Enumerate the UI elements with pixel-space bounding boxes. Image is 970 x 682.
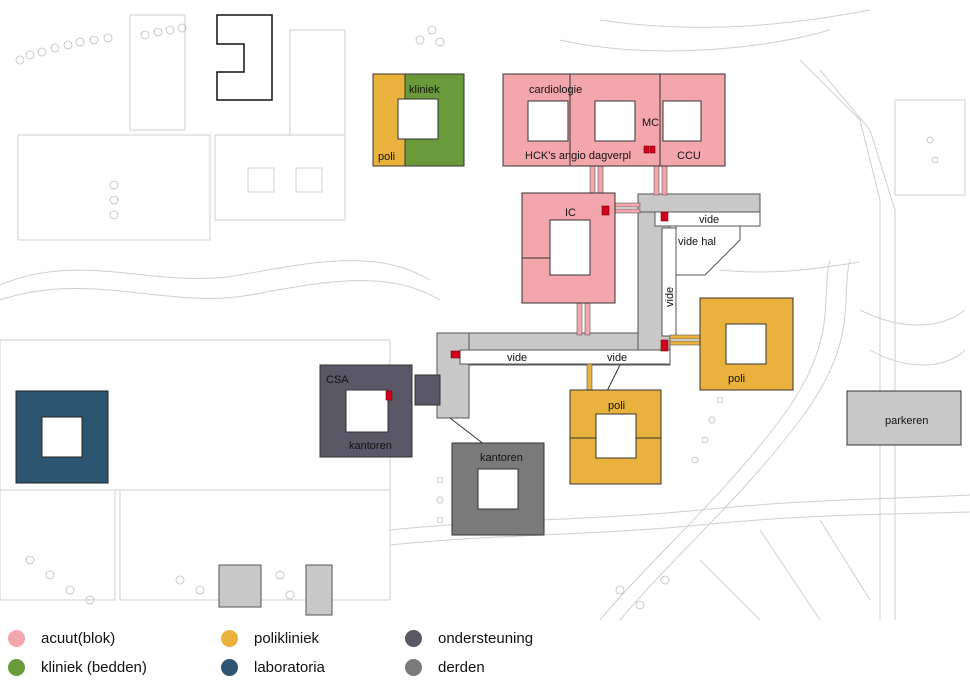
label-vide-1: vide <box>699 214 719 226</box>
label-kantoren: kantoren <box>480 452 523 464</box>
building-poli-south <box>569 389 662 485</box>
label-ic: IC <box>565 207 576 219</box>
building-csa <box>319 364 413 458</box>
label-vide-vertical: vide <box>664 287 676 307</box>
legend-label-derden: derden <box>438 659 485 676</box>
label-poli-east: poli <box>728 373 745 385</box>
legend-item-ondersteuning: ondersteuning <box>405 630 533 647</box>
legend-label-polikliniek: polikliniek <box>254 630 320 647</box>
building-kantoren <box>451 442 545 536</box>
label-kantoren-csa: kantoren <box>349 440 392 452</box>
label-parkeren: parkeren <box>885 415 928 427</box>
building-parkeren <box>846 390 962 446</box>
site-plan-map: kliniek poli cardiologie MC HCK's angio … <box>0 9 970 621</box>
label-cardiologie: cardiologie <box>529 84 582 96</box>
legend-swatch-laboratoria <box>221 659 238 676</box>
label-vide-3: vide <box>607 352 627 364</box>
building-laboratoria <box>15 390 109 484</box>
building-poli-east <box>699 297 794 391</box>
legend: acuut(blok) polikliniek ondersteuning kl… <box>0 628 970 682</box>
legend-swatch-acuut <box>8 630 25 647</box>
label-csa: CSA <box>326 374 349 386</box>
legend-item-kliniek: kliniek (bedden) <box>8 659 147 676</box>
legend-label-laboratoria: laboratoria <box>254 659 325 676</box>
legend-label-acuut: acuut(blok) <box>41 630 116 647</box>
legend-swatch-kliniek <box>8 659 25 676</box>
building-ic <box>521 192 616 304</box>
building-cardiologie <box>502 73 726 167</box>
legend-swatch-derden <box>405 659 422 676</box>
label-mc: MC <box>642 117 659 129</box>
small-building-1 <box>218 564 262 608</box>
label-vide-2: vide <box>507 352 527 364</box>
legend-label-ondersteuning: ondersteuning <box>438 630 534 647</box>
stair-markers <box>385 145 669 401</box>
legend-item-laboratoria: laboratoria <box>221 659 325 676</box>
small-building-2 <box>305 564 333 616</box>
legend-item-derden: derden <box>405 659 485 676</box>
label-hck-angio-dagverpl: HCK's angio dagverpl <box>525 150 631 162</box>
tree-symbols <box>15 23 939 610</box>
building-outline-north <box>216 14 273 101</box>
legend-item-acuut: acuut(blok) <box>8 630 115 647</box>
corridors <box>414 193 761 419</box>
label-vide-hal: vide hal <box>678 236 716 248</box>
building-kliniek-poli <box>372 73 465 167</box>
label-kliniek: kliniek <box>409 84 440 96</box>
label-poli-south: poli <box>608 400 625 412</box>
legend-label-kliniek: kliniek (bedden) <box>41 659 147 676</box>
legend-swatch-ondersteuning <box>405 630 422 647</box>
label-ccu: CCU <box>677 150 701 162</box>
legend-swatch-polikliniek <box>221 630 238 647</box>
label-poli-nw: poli <box>378 151 395 163</box>
legend-item-polikliniek: polikliniek <box>221 630 319 647</box>
